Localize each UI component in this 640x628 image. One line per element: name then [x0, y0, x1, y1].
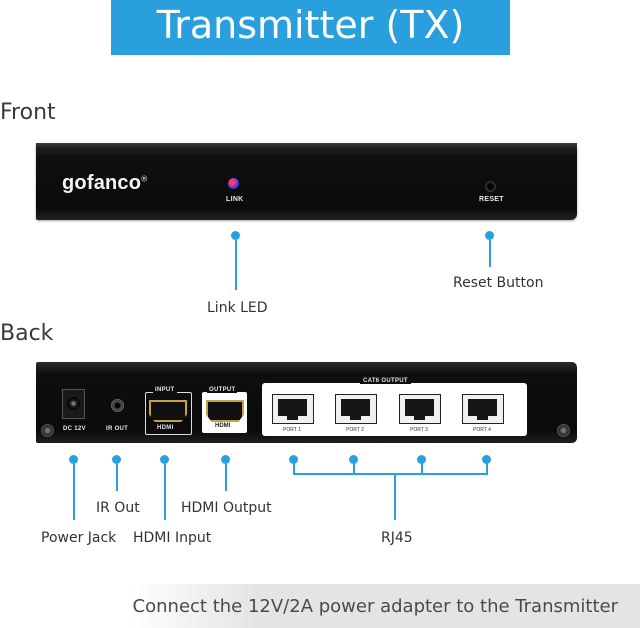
link-label: LINK — [226, 196, 244, 203]
rj45-leader — [353, 463, 355, 474]
footer-bar: Connect the 12V/2A power adapter to the … — [130, 584, 640, 628]
rj45-leader — [394, 473, 396, 520]
title-banner: Transmitter (TX) — [111, 0, 510, 55]
reset-label: RESET — [479, 196, 504, 203]
link-led-marker — [231, 231, 240, 240]
rj45-marker — [349, 455, 358, 464]
reset-button-callout: Reset Button — [453, 275, 544, 291]
port-label: PORT 1 — [283, 427, 301, 433]
ir-out-leader — [116, 464, 118, 491]
link-led-leader — [235, 240, 237, 290]
reset-button-marker — [485, 231, 494, 240]
port-label: PORT 3 — [410, 427, 428, 433]
rj45-port-icon — [335, 394, 377, 424]
hdmi-output-callout: HDMI Output — [181, 500, 272, 516]
power-jack-leader — [73, 464, 75, 520]
rj45-port-icon — [399, 394, 441, 424]
rj45-leader — [421, 463, 423, 474]
dc-label: DC 12V — [63, 426, 86, 432]
hdmi-input-top-label: INPUT — [153, 387, 177, 393]
hdmi-input-bottom-label: HDMI — [157, 425, 174, 431]
hdmi-output-leader — [225, 464, 227, 491]
page-title: Transmitter (TX) — [156, 3, 465, 47]
power-jack-marker — [69, 455, 78, 464]
link-led-callout: Link LED — [207, 300, 268, 316]
ir-out-jack-icon — [111, 399, 124, 412]
port-label: PORT 4 — [473, 427, 491, 433]
link-led-icon — [228, 178, 239, 189]
cat6-label: CAT6 OUTPUT — [360, 378, 411, 384]
rj45-leader — [293, 463, 295, 474]
rj45-bracket — [293, 473, 488, 475]
rj45-marker — [482, 455, 491, 464]
hdmi-input-port-icon — [149, 400, 187, 422]
reset-button-leader — [489, 240, 491, 267]
back-panel: DC 12V IR OUT INPUT HDMI OUTPUT HDMI CAT… — [36, 362, 577, 443]
port-label: PORT 2 — [346, 427, 364, 433]
brand-logo: gofanco® — [62, 172, 148, 194]
rj45-port-icon — [272, 394, 314, 424]
screw-icon — [41, 424, 54, 437]
rj45-marker — [289, 455, 298, 464]
ir-label: IR OUT — [106, 426, 129, 432]
footer-note: Connect the 12V/2A power adapter to the … — [132, 596, 618, 617]
rj45-callout: RJ45 — [381, 530, 413, 546]
power-jack-callout: Power Jack — [41, 530, 117, 546]
hdmi-input-callout: HDMI Input — [133, 530, 212, 546]
power-jack-icon — [62, 389, 85, 419]
rj45-leader — [486, 463, 488, 474]
back-heading: Back — [0, 321, 54, 346]
ir-out-callout: IR Out — [96, 500, 140, 516]
hdmi-output-port-icon — [206, 400, 244, 422]
hdmi-output-top-label: OUTPUT — [207, 387, 238, 393]
rj45-marker — [417, 455, 426, 464]
reset-button-icon — [485, 181, 496, 192]
rj45-port-icon — [462, 394, 504, 424]
front-panel: gofanco® LINK RESET — [36, 143, 577, 220]
rj45-panel: CAT6 OUTPUT PORT 1 PORT 2 PORT 3 PORT 4 — [262, 378, 527, 436]
front-heading: Front — [0, 100, 56, 125]
ir-out-marker — [112, 455, 121, 464]
hdmi-input-marker — [160, 455, 169, 464]
hdmi-output-bottom-label: HDMI — [215, 423, 231, 429]
hdmi-output-marker — [221, 455, 230, 464]
hdmi-input-leader — [164, 464, 166, 520]
screw-icon — [557, 424, 570, 437]
